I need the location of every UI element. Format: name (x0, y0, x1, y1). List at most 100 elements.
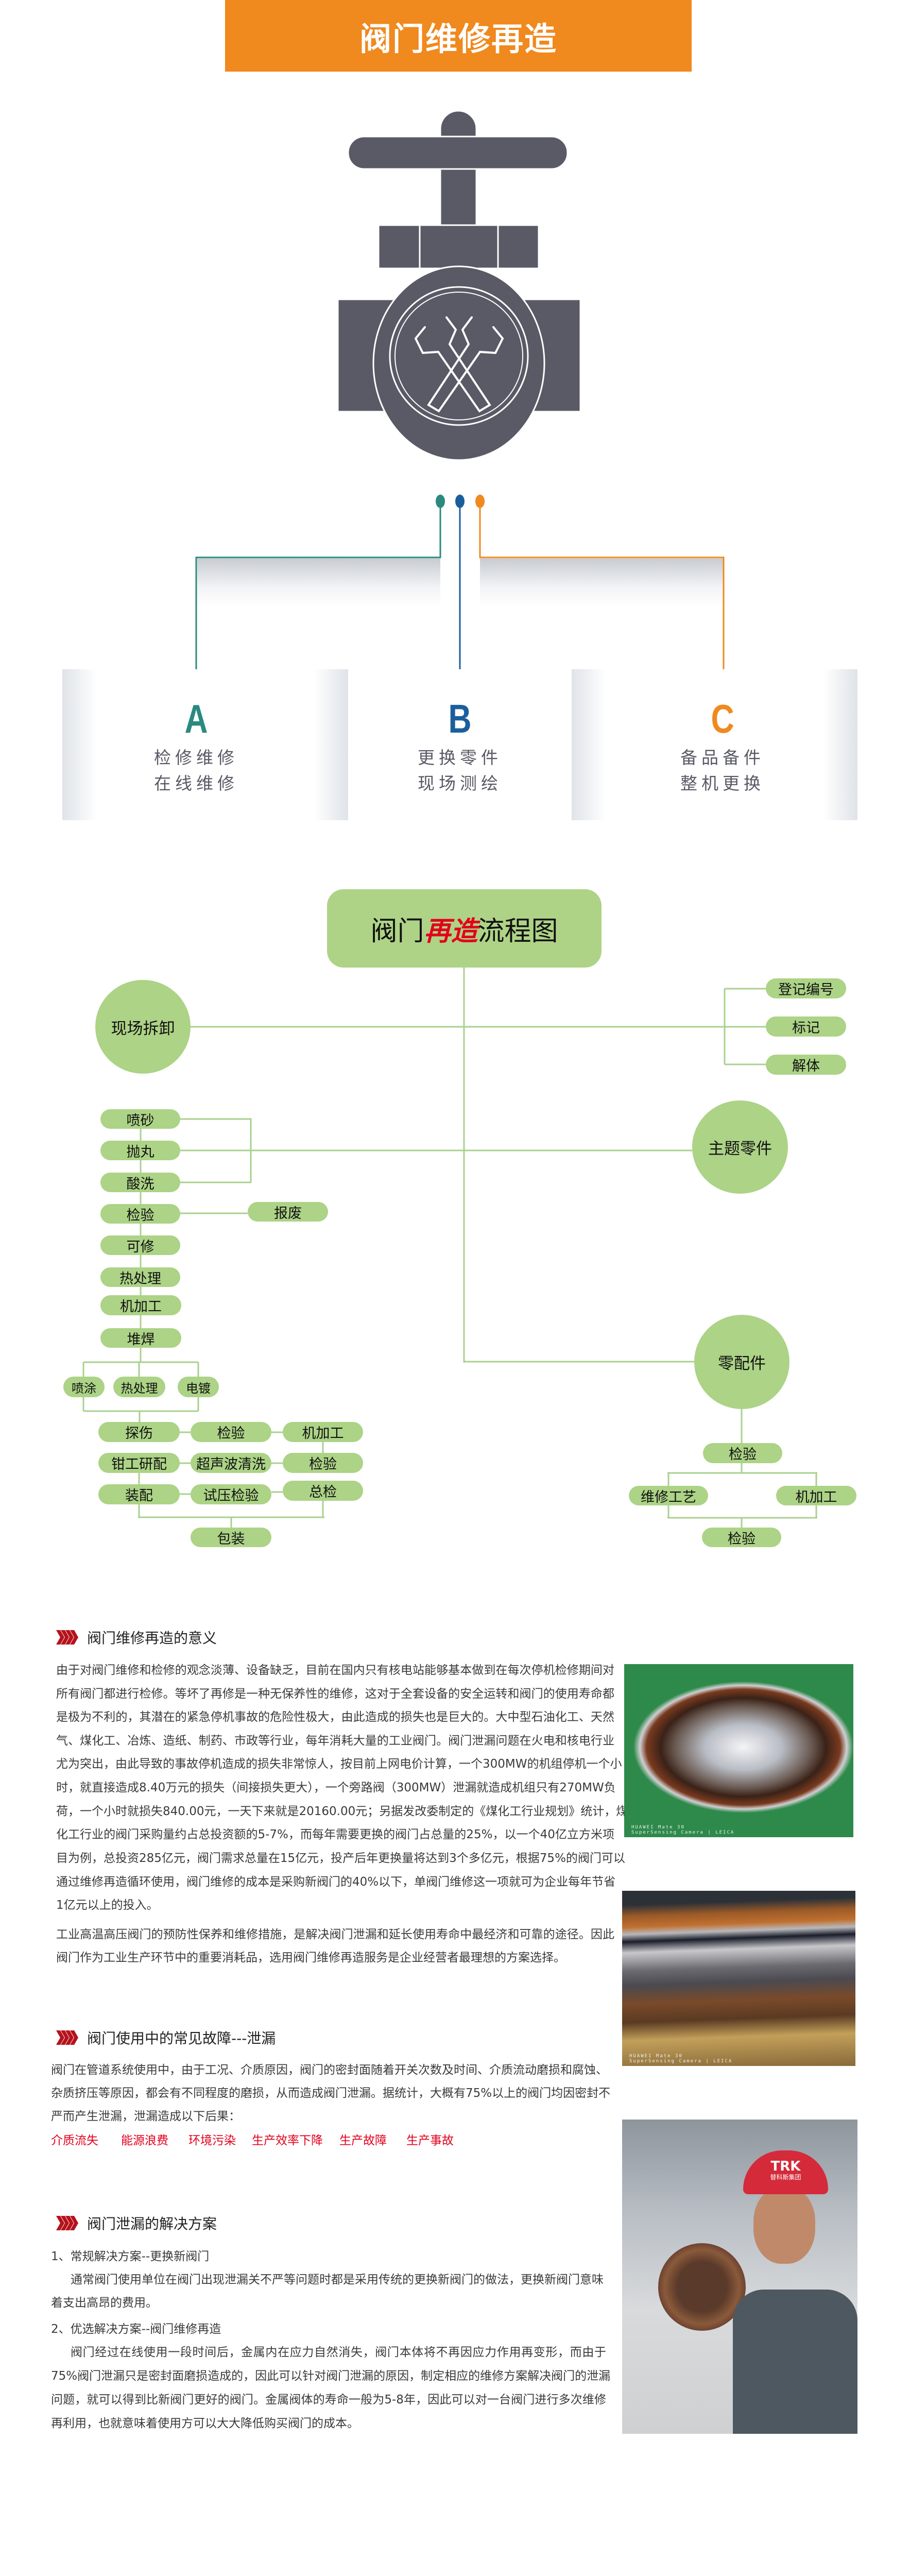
solution-1-title: 1、常规解决方案--更换新阀门 (51, 2250, 210, 2263)
paragraph-line: 由于对阀门维修和检修的观念淡薄、设备缺乏，目前在国内只有核电站能够基本做到在每次… (56, 1664, 614, 1677)
paragraph-line: 通常阀门使用单位在阀门出现泄漏关不严等问题时都是采用传统的更换新阀门的做法，更换… (71, 2273, 604, 2286)
paragraph-line: 通过维修再造循环使用，阀门维修的成本是采购新阀门的40%以下，单阀门维修这一项就… (56, 1875, 616, 1889)
node-inspect-3: 检验 (283, 1453, 363, 1473)
paragraph-line: 阀门作为工业生产环节中的重要消耗品，选用阀门维修再造服务是企业经营者最理想的方案… (56, 1951, 565, 1964)
node-shot-blast: 抛丸 (100, 1141, 180, 1160)
consequence-item: 生产事故 (406, 2134, 454, 2147)
flowchart-title-part2: 流程图 (477, 916, 558, 947)
heading-text: 阀门泄漏的解决方案 (87, 2215, 217, 2232)
helmet-logo: TRK 替科斯集团 (743, 2150, 828, 2194)
option-a-line1: 检修维修 (154, 748, 238, 768)
flowchart-title-highlight: 再造 (424, 915, 478, 947)
helmet-text: 替科斯集团 (770, 2174, 801, 2181)
paragraph-line: 阀门在管道系统使用中，由于工况、介质原因，阀门的密封面随着开关次数及时间、介质流… (51, 2063, 608, 2077)
paragraph-line: 化工行业的阀门采购量约占总投资额的5-7%，而每年需要更换的阀门占总量的25%，… (56, 1828, 614, 1841)
node-electroplating: 电镀 (178, 1377, 219, 1397)
node-spare-machining: 机加工 (776, 1486, 856, 1505)
option-c-line1: 备品备件 (680, 748, 765, 768)
node-assembly: 装配 (98, 1484, 180, 1504)
solution-2-title: 2、优选解决方案--阀门维修再造 (51, 2323, 221, 2336)
paragraph-line: 荷，一个小时就损失840.00元，一天下来就是20160.00元；另据发改委制定… (56, 1805, 628, 1818)
node-ultrasonic-cleaning: 超声波清洗 (191, 1453, 271, 1473)
paragraph-line: 75%阀门泄漏只是密封面磨损造成的，因此可以针对阀门泄漏的原因，制定相应的维修方… (51, 2369, 611, 2383)
chevrons-icon (56, 1630, 78, 1645)
section-heading-meaning: 阀门维修再造的意义 (56, 1627, 217, 1648)
consequence-item: 介质流失 (51, 2134, 98, 2147)
option-letter-b: B (448, 696, 472, 741)
dot-icon-blue (455, 495, 465, 508)
option-letter-a: A (184, 696, 208, 741)
node-sandblast: 喷砂 (100, 1109, 180, 1129)
node-heat-treatment-2: 热处理 (113, 1377, 165, 1397)
photo-watermark: HUAWEI Mate 30 (631, 1825, 685, 1830)
connector-a (195, 501, 441, 678)
node-machining-2: 机加工 (283, 1422, 363, 1442)
consequence-item: 生产效率下降 (252, 2134, 323, 2147)
option-card-a (62, 669, 348, 820)
paragraph-line: 严而产生泄漏，泄漏造成以下后果： (51, 2110, 241, 2123)
chevrons-icon (56, 2216, 78, 2230)
option-b-line2: 现场测绘 (418, 773, 502, 793)
photo-person-face (753, 2187, 815, 2264)
paragraph-line: 问题，就可以得到比新阀门更好的阀门。金属阀体的寿命一般为5-8年，因此可以对一台… (51, 2393, 606, 2406)
node-inspect: 检验 (100, 1204, 180, 1224)
node-main-parts: 主题零件 (692, 1100, 788, 1194)
consequence-item: 能源浪费 (121, 2134, 168, 2147)
heading-text: 阀门使用中的常见故障---泄漏 (87, 2030, 276, 2047)
node-site-disassembly: 现场拆卸 (95, 980, 191, 1074)
node-register-number: 登记编号 (766, 978, 846, 998)
abc-connectors (195, 495, 725, 678)
node-heat-treatment: 热处理 (100, 1267, 180, 1287)
consequence-item: 生产故障 (339, 2134, 387, 2147)
photo-watermark: SuperSensing Camera | LEICA (629, 2059, 733, 2064)
node-repairable: 可修 (100, 1235, 180, 1255)
shadow-band (480, 558, 724, 607)
section-heading-solutions: 阀门泄漏的解决方案 (56, 2213, 217, 2233)
dot-icon-teal (436, 495, 445, 508)
paragraph-line: 目为例，总投资285亿元，阀门需求总量在15亿元，投产后年更换量将达到3个多亿元… (56, 1852, 625, 1865)
node-machining: 机加工 (100, 1295, 181, 1315)
node-inspect-2: 检验 (191, 1422, 271, 1442)
paragraph-line: 尤为突出，由此导致的事故停机造成的损失非常惊人，按目前上网电价计算，一个300M… (56, 1757, 622, 1771)
paragraph-line: 着支出高昂的费用。 (51, 2296, 158, 2310)
option-card-c (572, 669, 857, 820)
paragraph-line: 所有阀门都进行检修。等坏了再修是一种无保养性的维修，这对于全套设备的安全运转和阀… (56, 1687, 614, 1701)
node-spray-coating: 喷涂 (63, 1377, 105, 1397)
connector-c (479, 501, 725, 678)
node-disassemble: 解体 (766, 1055, 846, 1075)
photo-watermark: HUAWEI Mate 30 (629, 2054, 683, 2059)
paragraph-line: 再利用，也就意味着使用方可以大大降低购买阀门的成本。 (51, 2417, 359, 2430)
heading-text: 阀门维修再造的意义 (87, 1630, 217, 1647)
node-spare-inspect-final: 检验 (702, 1528, 781, 1547)
paragraph-line: 气、煤化工、冶炼、造纸、制药、市政等行业，每年消耗大量的工业阀门。阀门泄漏问题在… (56, 1734, 614, 1748)
paragraph-line: 是极为不利的，其潜在的紧急停机事故的危险性极大，由此造成的损失也是巨大的。大中型… (56, 1710, 614, 1724)
node-pickling: 酸洗 (100, 1173, 180, 1192)
paragraph-line: 工业高温高压阀门的预防性保养和维修措施，是解决阀门泄漏和延长使用寿命中最经济和可… (56, 1928, 614, 1941)
option-b-line1: 更换零件 (418, 748, 502, 768)
helmet-brand: TRK (770, 2159, 801, 2174)
option-letter-c: C (711, 696, 734, 741)
page: 阀门维修再造 A 检修维修 在线维修 B 更换零件 现场测绘 C 备品备件 整机… (51, 0, 857, 2434)
paragraph-line: 1亿元以上的投入。 (56, 1899, 159, 1912)
paragraph-line: 阀门经过在线使用一段时间后，金属内在应力自然消失，阀门本体将不再因应力作用再变形… (71, 2346, 606, 2359)
option-a-line2: 在线维修 (154, 773, 238, 793)
node-final-inspection: 总检 (283, 1481, 363, 1501)
photo-technician: TRK 替科斯集团 (622, 2120, 857, 2434)
option-c-line2: 整机更换 (680, 773, 765, 793)
page-title: 阀门维修再造 (359, 20, 557, 58)
valve-wrench-icon (337, 110, 581, 461)
photo-person-body (733, 2290, 857, 2434)
node-pressure-test: 试压检验 (191, 1484, 271, 1504)
photo-valve-flange (658, 2243, 746, 2331)
node-spare-parts: 零配件 (694, 1315, 789, 1409)
node-spare-inspect: 检验 (703, 1443, 782, 1463)
paragraph-line: 时，就直接造成8.40万元的损失（间接损失更大），一个旁路阀（300MW）泄漏就… (56, 1781, 616, 1794)
dot-icon-orange (475, 495, 485, 508)
chevrons-icon (56, 2030, 78, 2045)
shadow-band (197, 558, 440, 607)
node-fitting-lapping: 钳工研配 (98, 1453, 180, 1473)
node-repair-process: 维修工艺 (629, 1486, 708, 1505)
page-title-banner: 阀门维修再造 (225, 0, 692, 72)
flowchart-title: 阀门 再造 流程图 (327, 889, 602, 968)
section-heading-faults: 阀门使用中的常见故障---泄漏 (56, 2027, 276, 2048)
